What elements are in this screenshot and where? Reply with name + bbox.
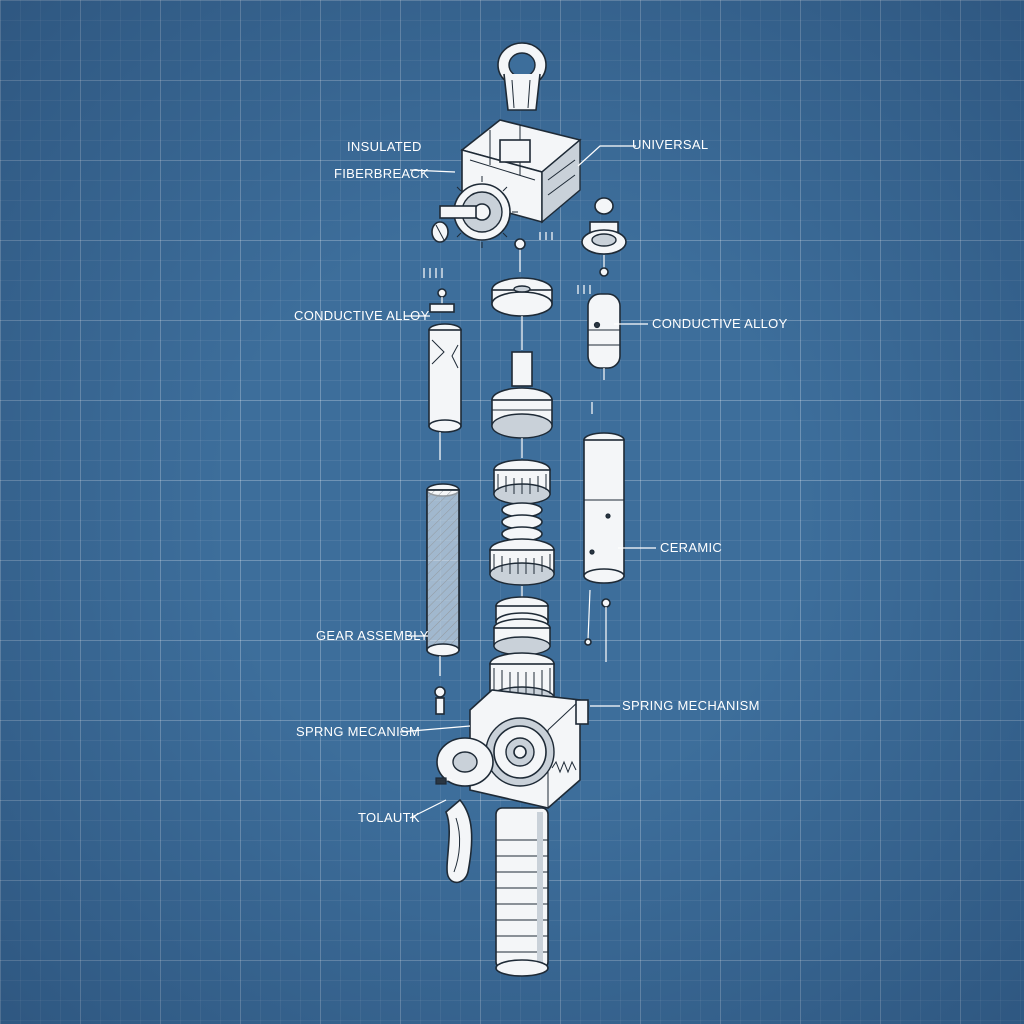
left-cylinders xyxy=(426,288,462,715)
label-ceramic: CERAMIC xyxy=(660,540,723,555)
label-insulated: INSULATED xyxy=(347,139,422,154)
label-universal: UNIVERSAL xyxy=(632,137,709,152)
label-conductive-alloy-left: CONDUCTIVE ALLOY xyxy=(294,308,430,323)
label-tolautk: TOLAUTK xyxy=(358,810,420,825)
label-spring-mechanism-left: SPRNG MECANISM xyxy=(296,724,421,739)
label-fiberbreack: FIBERBREACK xyxy=(334,166,430,181)
label-spring-mechanism-right: SPRING MECHANISM xyxy=(622,698,760,713)
label-conductive-alloy-right: CONDUCTIVE ALLOY xyxy=(652,316,788,331)
central-stack xyxy=(489,238,555,710)
top-head-assembly xyxy=(423,42,582,278)
leader-lines xyxy=(399,145,656,819)
base-housing xyxy=(435,689,589,977)
ceramic-tube xyxy=(583,432,625,662)
right-upper-components xyxy=(577,197,627,414)
label-gear-assembly: GEAR ASSEMBLY xyxy=(316,628,429,643)
